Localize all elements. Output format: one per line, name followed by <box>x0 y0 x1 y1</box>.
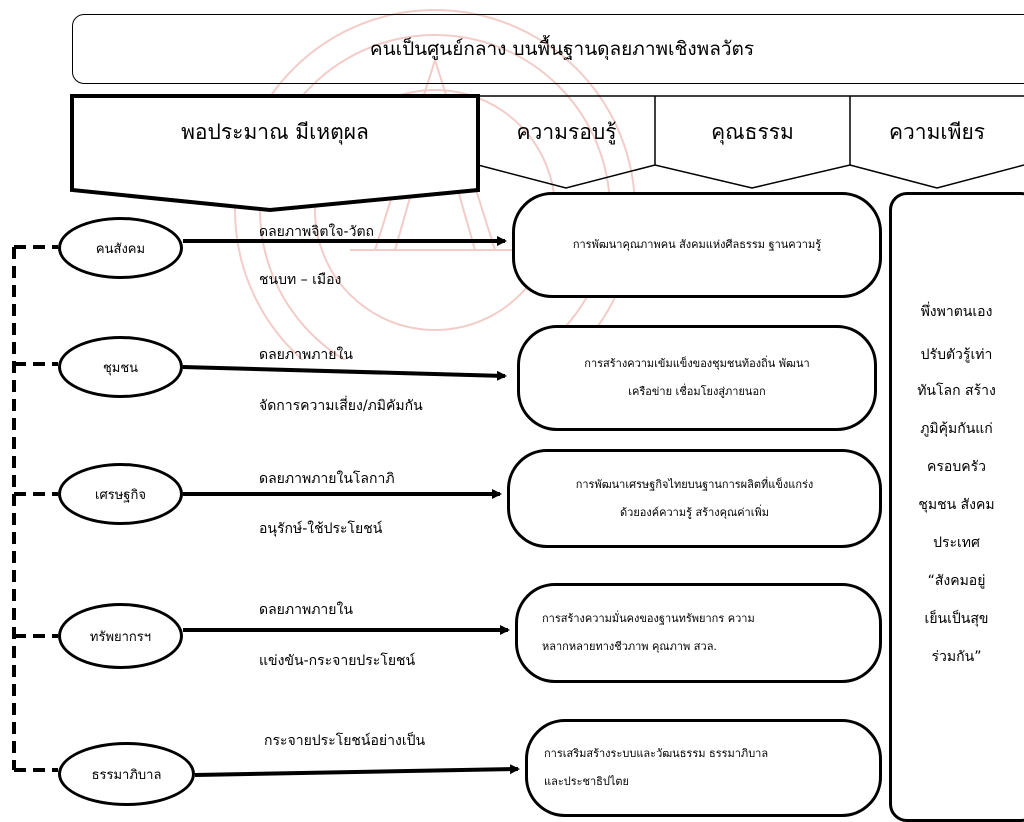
row4-label-top: ดลยภาพภายใน <box>259 602 353 618</box>
outcome-line: ภูมิคุ้มกันแก่ <box>920 421 993 437</box>
outcome-line: ชุมชน สังคม <box>918 497 995 513</box>
outcome-box-economy: การพัฒนาเศรษฐกิจไทยบนฐานการผลิตที่แข็งแก… <box>507 449 882 548</box>
node-people-society: คนสังคม <box>58 217 183 279</box>
row1-label-top: ดลยภาพจิตใจ-วัตถ <box>259 224 375 240</box>
header-knowledge: ความรอบรู้ <box>516 120 617 144</box>
node-community: ชุมชน <box>58 336 183 398</box>
outcome-line: ทันโลก สร้าง <box>917 383 996 399</box>
row1-label-bottom: ชนบท – เมือง <box>259 272 342 288</box>
row3-label-bottom: อนุรักษ์-ใช้ประโยชน์ <box>259 521 383 537</box>
outcome-box-resources: การสร้างความมั่นคงของฐานทรัพยากร ความ หล… <box>515 583 882 683</box>
outcome-box-people: การพัฒนาคุณภาพคน สังคมแห่งศีลธรรม ฐานควา… <box>512 192 882 298</box>
outcome-box-community: การสร้างความเข้มแข็งของชุมชนท้องถิ่น พัฒ… <box>517 325 877 431</box>
node-resources: ทรัพยากรฯ <box>58 603 183 669</box>
central-theme-text: คนเป็นศูนย์กลาง บนพื้นฐานดุลยภาพเชิงพลวั… <box>369 38 755 60</box>
row2-label-top: ดลยภาพภายใน <box>259 347 353 363</box>
row3-label-top: ดลยภาพภายในโลกาภิ <box>259 471 395 487</box>
outcome-line: เย็นเป็นสุข <box>924 611 989 627</box>
outcome-column <box>889 192 1024 822</box>
outcome-line: ร่วมกัน” <box>931 649 982 665</box>
node-good-governance: ธรรมาภิบาล <box>58 742 195 806</box>
row5-label-top: กระจายประโยชน์อย่างเป็น <box>264 733 426 749</box>
node-economy: เศรษฐกิจ <box>58 463 183 525</box>
outcome-line: ปรับตัวรู้เท่า <box>920 347 993 363</box>
header-moderation-reason: พอประมาณ มีเหตุผล <box>181 120 369 144</box>
outcome-line: ประเทศ <box>933 535 980 551</box>
outcome-line: พึ่งพาตนเอง <box>920 304 993 320</box>
outcome-box-governance: การเสริมสร้างระบบและวัฒนธรรม ธรรมาภิบาล … <box>525 719 882 817</box>
outcome-line: ครอบครัว <box>927 459 986 475</box>
header-virtue: คุณธรรม <box>711 120 794 144</box>
header-perseverance: ความเพียร <box>888 120 986 144</box>
row4-label-bottom: แข่งขัน-กระจายประโยชน์ <box>259 653 416 669</box>
outcome-line: “สังคมอยู่ <box>927 573 986 589</box>
row2-label-bottom: จัดการความเสี่ยง/ภมิคัมกัน <box>259 398 423 414</box>
central-theme-box: คนเป็นศูนย์กลาง บนพื้นฐานดุลยภาพเชิงพลวั… <box>72 14 1024 84</box>
